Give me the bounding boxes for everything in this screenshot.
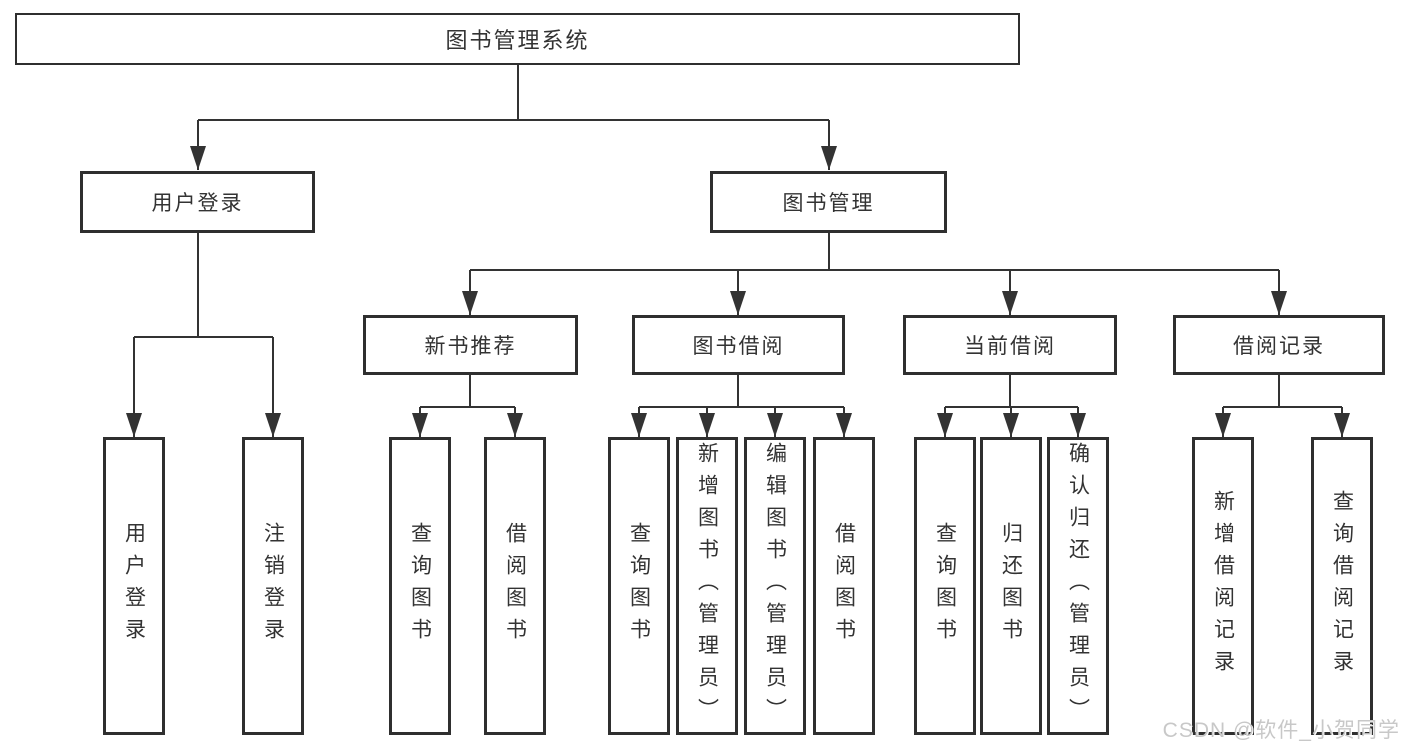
connector-new-book-rail (420, 375, 515, 408)
leaf-borrow-books-2: 借阅图书 (813, 437, 875, 735)
node-book-management: 图书管理 (710, 171, 947, 233)
leaf-query-borrow-record: 查询借阅记录 (1311, 437, 1373, 735)
connector-borrow-records-rail (1223, 375, 1342, 408)
leaf-logout: 注销登录 (242, 437, 304, 735)
connector-current-borrow-rail (945, 375, 1078, 408)
leaf-query-books-1: 查询图书 (389, 437, 451, 735)
connector-root-rail (198, 65, 829, 121)
leaf-user-login: 用户登录 (103, 437, 165, 735)
node-current-borrow: 当前借阅 (903, 315, 1117, 375)
leaf-confirm-return-admin: 确认归还（管理员） (1047, 437, 1109, 735)
leaf-return-books: 归还图书 (980, 437, 1042, 735)
leaf-edit-books-admin: 编辑图书（管理员） (744, 437, 806, 735)
leaf-query-books-2: 查询图书 (608, 437, 670, 735)
node-user-login: 用户登录 (80, 171, 315, 233)
leaf-add-borrow-record: 新增借阅记录 (1192, 437, 1254, 735)
connector-book-borrow-rail (639, 375, 844, 408)
leaf-query-books-3: 查询图书 (914, 437, 976, 735)
leaf-add-books-admin: 新增图书（管理员） (676, 437, 738, 735)
node-root-system: 图书管理系统 (15, 13, 1020, 65)
connector-book-management-rail (470, 233, 1279, 271)
node-book-borrow: 图书借阅 (632, 315, 845, 375)
leaf-borrow-books-1: 借阅图书 (484, 437, 546, 735)
node-new-book-recommend: 新书推荐 (363, 315, 578, 375)
csdn-watermark: CSDN @软件_小贺同学 (1162, 719, 1400, 742)
connector-user-login-rail (134, 233, 273, 338)
node-borrow-records: 借阅记录 (1173, 315, 1385, 375)
